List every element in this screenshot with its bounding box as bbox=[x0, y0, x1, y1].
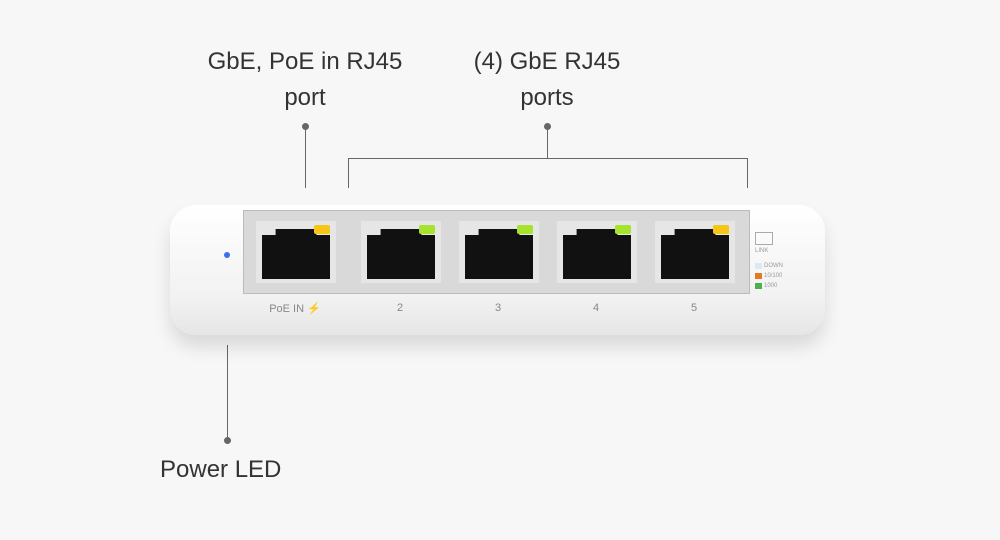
leader-line bbox=[547, 126, 548, 158]
rj45-port bbox=[655, 221, 735, 283]
callout-line-1: GbE, PoE in RJ45 bbox=[207, 48, 403, 75]
jack-icon bbox=[367, 229, 435, 279]
legend-item: DOWN bbox=[755, 263, 783, 269]
legend-label: DOWN bbox=[764, 263, 783, 269]
bracket-line bbox=[348, 158, 748, 159]
callout-line-1: (4) GbE RJ45 bbox=[473, 48, 621, 75]
callout-line-2: ports bbox=[520, 84, 574, 111]
power-led-callout: Power LED bbox=[160, 456, 282, 483]
poe-port-callout: GbE, PoE in RJ45 port bbox=[185, 44, 425, 116]
port-label: 4 bbox=[592, 302, 600, 314]
port-label: 5 bbox=[690, 302, 698, 314]
bracket-line bbox=[747, 158, 748, 188]
port-label: 2 bbox=[396, 302, 404, 314]
legend-swatch bbox=[755, 273, 762, 279]
port-led bbox=[713, 225, 729, 234]
port-led bbox=[314, 225, 330, 234]
rj45-port bbox=[459, 221, 539, 283]
port-led bbox=[615, 225, 631, 234]
callout-line-2: port bbox=[284, 84, 326, 111]
gbe-ports-callout: (4) GbE RJ45 ports bbox=[427, 44, 667, 116]
rj45-port bbox=[557, 221, 637, 283]
legend-swatch bbox=[755, 283, 762, 289]
jack-icon bbox=[262, 229, 330, 279]
leader-dot bbox=[224, 437, 231, 444]
bracket-line bbox=[348, 158, 349, 188]
legend-swatch bbox=[755, 263, 762, 269]
legend-item: 1000 bbox=[755, 283, 777, 289]
rj45-port bbox=[361, 221, 441, 283]
jack-icon bbox=[563, 229, 631, 279]
legend-title: LINK bbox=[755, 248, 769, 254]
port-led bbox=[419, 225, 435, 234]
legend-label: 10/100 bbox=[764, 273, 783, 279]
power-led bbox=[224, 252, 230, 258]
port-led bbox=[517, 225, 533, 234]
legend-item: 10/100 bbox=[755, 273, 782, 279]
jack-icon bbox=[661, 229, 729, 279]
rj45-port bbox=[256, 221, 336, 283]
port-panel bbox=[243, 210, 750, 294]
legend-label: 1000 bbox=[764, 283, 778, 289]
jack-icon bbox=[465, 229, 533, 279]
port-label: PoE IN ⚡ bbox=[269, 303, 321, 315]
port-label: 3 bbox=[494, 302, 502, 314]
leader-line bbox=[227, 345, 228, 440]
link-icon bbox=[755, 232, 773, 245]
leader-line bbox=[305, 126, 306, 188]
